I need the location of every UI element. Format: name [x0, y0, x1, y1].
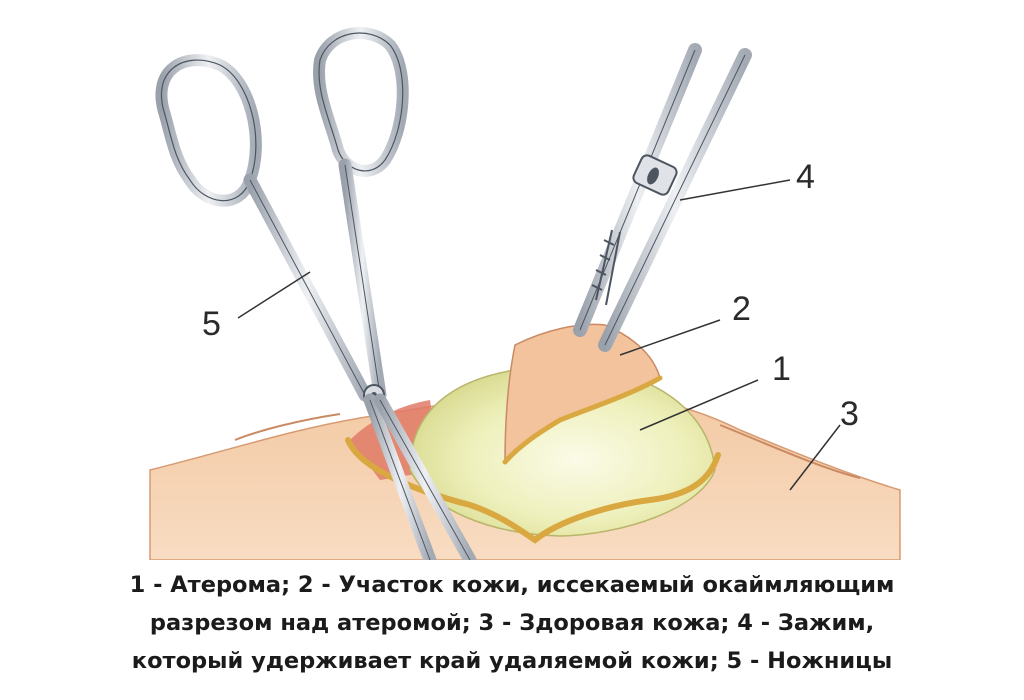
skin-surface-left	[234, 413, 341, 441]
clamp	[573, 43, 752, 352]
skin-surface-right	[719, 424, 861, 479]
callout-4: 4	[796, 158, 815, 196]
callout-2: 2	[732, 290, 751, 328]
scissors-ring-left	[155, 54, 262, 207]
scissors	[155, 27, 477, 560]
excised-skin-edge	[502, 375, 663, 465]
leader-line-3	[789, 424, 841, 491]
surgical-illustration: 1 2 3 4 5	[149, 27, 901, 560]
clamp-jaws	[591, 229, 621, 306]
leader-line-5	[237, 271, 311, 319]
caption-line-3: который удерживает край удаляемой кожи; …	[131, 648, 893, 674]
leader-line-1	[639, 379, 759, 431]
caption-line-2: разрезом над атеромой; 3 - Здоровая кожа…	[149, 610, 875, 636]
callout-5: 5	[202, 305, 221, 343]
figure-caption: 1 - Атерома; 2 - Участок кожи, иссекаемы…	[0, 566, 1024, 680]
leader-line-4	[679, 179, 791, 201]
callout-1: 1	[772, 350, 791, 388]
caption-line-1: 1 - Атерома; 2 - Участок кожи, иссекаемы…	[129, 572, 895, 598]
leader-line-2	[619, 319, 721, 356]
callout-3: 3	[840, 395, 859, 433]
